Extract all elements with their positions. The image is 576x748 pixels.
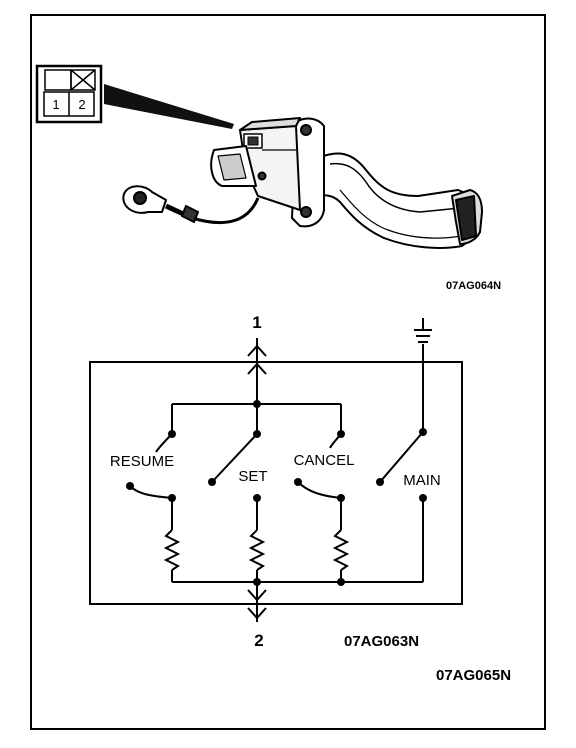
cancel-label: CANCEL <box>294 452 355 469</box>
schematic-figure-code: 07AG063N <box>344 633 419 650</box>
main-label: MAIN <box>403 472 441 489</box>
terminal-1-arrow <box>247 338 267 404</box>
connector-pin-1: 1 <box>52 97 59 112</box>
connector-pin-2: 2 <box>78 97 85 112</box>
ground-icon <box>414 318 432 343</box>
junction-dots <box>126 400 427 586</box>
pointer-wedge <box>104 84 234 129</box>
main-switch <box>379 344 424 582</box>
terminal-2-label: 2 <box>254 631 263 650</box>
set-label: SET <box>238 468 267 485</box>
top-bus <box>171 403 342 432</box>
page-figure-code: 07AG065N <box>436 667 511 684</box>
connector-pin-diagram: 1 2 <box>35 64 103 124</box>
figure-frame <box>30 14 546 730</box>
set-switch <box>211 433 266 582</box>
cruise-switch-illustration <box>122 117 483 249</box>
switch-schematic <box>89 361 463 605</box>
resume-label: RESUME <box>110 453 174 470</box>
terminal-1-label: 1 <box>252 313 261 332</box>
terminal-2-arrow <box>247 582 267 622</box>
photo-figure-code: 07AG064N <box>446 280 501 292</box>
